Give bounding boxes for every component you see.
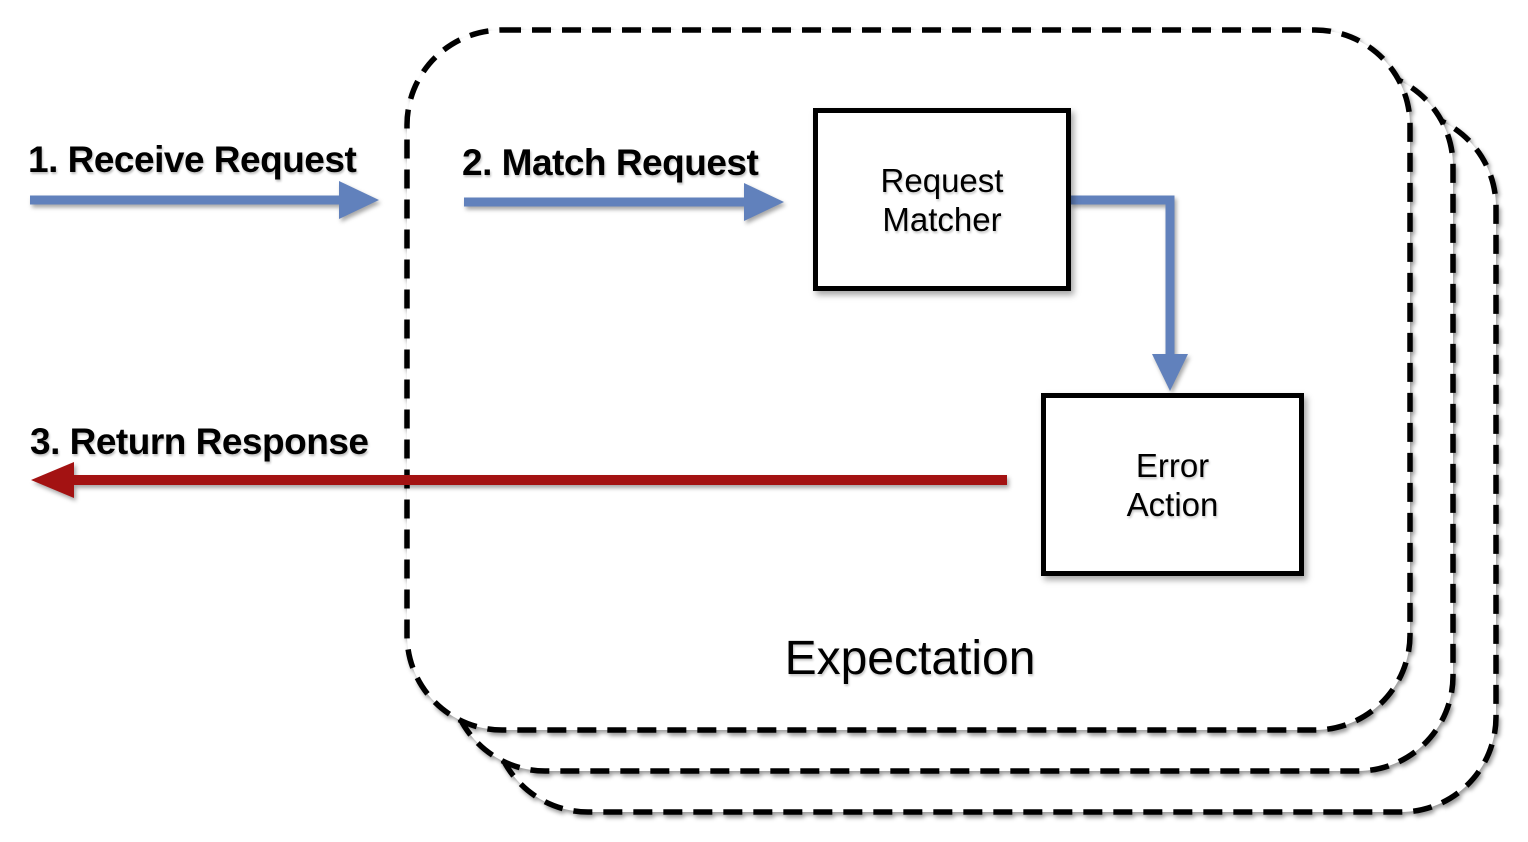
error-action-label-line1: Error [1135, 446, 1210, 484]
request-matcher-label-line2: Matcher [882, 200, 1002, 238]
error-action-node: Error Action [1041, 393, 1304, 576]
expectation-caption: Expectation [784, 632, 1036, 685]
error-action-label-line2: Action [1126, 485, 1219, 523]
matcher-to-action-arrowhead-icon [1152, 354, 1188, 391]
step1-receive-request-label: 1. Receive Request [28, 139, 357, 180]
matcher-to-action-connector [1070, 195, 1188, 391]
request-matcher-label-line1: Request [880, 161, 1004, 199]
receive-request-arrow [30, 181, 379, 219]
step2-match-request-label: 2. Match Request [462, 142, 759, 183]
return-response-arrow [31, 462, 1007, 498]
return-response-arrowhead-icon [31, 462, 74, 498]
match-request-arrowhead-icon [744, 183, 784, 221]
step3-return-response-label: 3. Return Response [30, 421, 369, 462]
request-matcher-node: Request Matcher [813, 108, 1071, 291]
match-request-arrow [464, 183, 784, 221]
receive-request-arrowhead-icon [339, 181, 379, 219]
